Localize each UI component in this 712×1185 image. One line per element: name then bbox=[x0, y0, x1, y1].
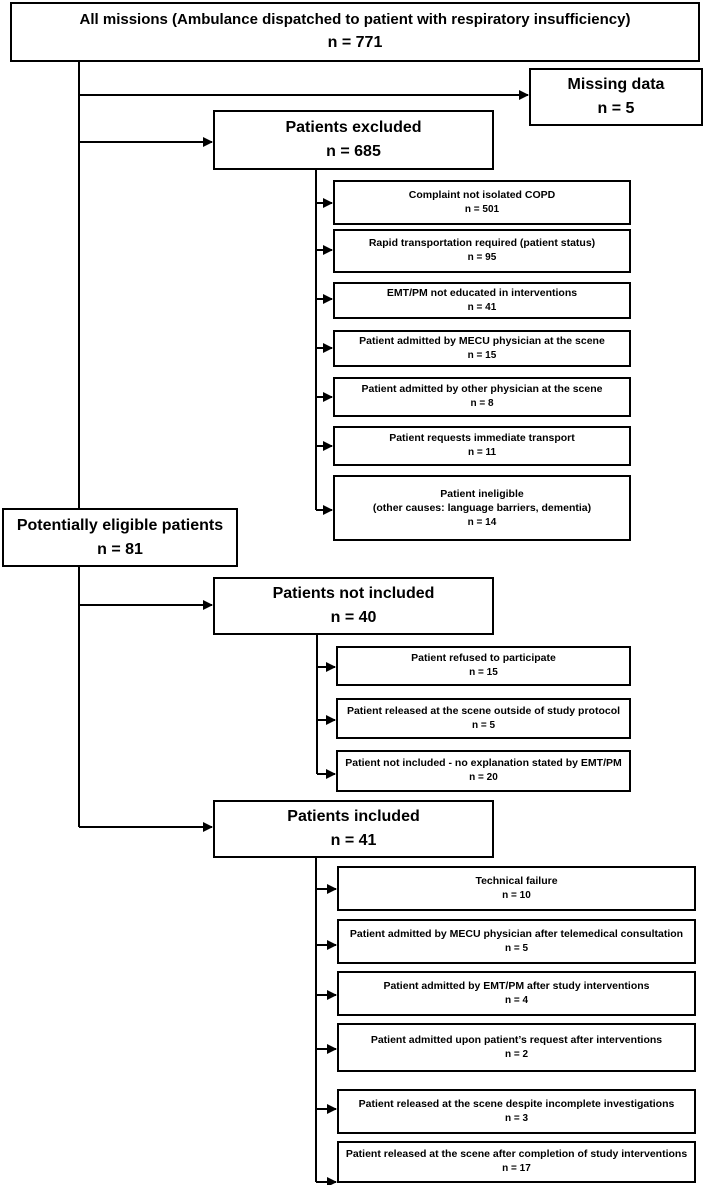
potentially-eligible-title: Potentially eligible patients bbox=[16, 516, 224, 534]
included-outcome-box: Patient admitted by MECU physician after… bbox=[337, 919, 696, 964]
patients-not-included-title: Patients not included bbox=[272, 585, 435, 602]
not-included-reason-box: Patient not included - no explanation st… bbox=[336, 750, 631, 792]
patients-not-included-box: Patients not included n = 40 bbox=[213, 577, 494, 635]
included-outcome-title: Patient admitted by MECU physician after… bbox=[349, 927, 684, 940]
included-outcome-title: Patient released at the scene despite in… bbox=[358, 1097, 675, 1110]
included-outcome-count: n = 2 bbox=[504, 1048, 529, 1060]
excluded-reason-box: Complaint not isolated COPD n = 501 bbox=[333, 180, 631, 225]
excluded-reason-title: Patient requests immediate transport bbox=[389, 432, 575, 445]
patients-excluded-box: Patients excluded n = 685 bbox=[213, 110, 494, 170]
patients-not-included-count: n = 40 bbox=[330, 609, 377, 626]
patients-excluded-title: Patients excluded bbox=[285, 119, 422, 136]
excluded-reason-box: Patient ineligible (other causes: langua… bbox=[333, 475, 631, 541]
potentially-eligible-box: Potentially eligible patients n = 81 bbox=[2, 508, 238, 567]
patients-included-count: n = 41 bbox=[330, 832, 377, 849]
included-outcome-box: Patient admitted upon patient’s request … bbox=[337, 1023, 696, 1072]
not-included-reason-title: Patient released at the scene outside of… bbox=[346, 704, 621, 717]
not-included-reason-title: Patient not included - no explanation st… bbox=[345, 757, 622, 770]
not-included-reason-count: n = 5 bbox=[471, 719, 496, 731]
included-outcome-count: n = 5 bbox=[504, 942, 529, 954]
excluded-reason-box: Patient admitted by MECU physician at th… bbox=[333, 330, 631, 367]
excluded-reason-count: n = 15 bbox=[467, 349, 497, 361]
included-outcome-title: Patient released at the scene after comp… bbox=[345, 1148, 688, 1161]
excluded-reason-title: EMT/PM not educated in interventions bbox=[386, 286, 578, 299]
included-outcome-title: Technical failure bbox=[475, 874, 558, 887]
included-outcome-count: n = 4 bbox=[504, 994, 529, 1006]
not-included-reason-count: n = 15 bbox=[469, 667, 498, 679]
excluded-reason-title: Patient admitted by other physician at t… bbox=[361, 383, 603, 396]
included-outcome-box: Technical failure n = 10 bbox=[337, 866, 696, 911]
not-included-reason-box: Patient released at the scene outside of… bbox=[336, 698, 631, 739]
excluded-reason-count: n = 8 bbox=[470, 398, 494, 410]
included-outcome-count: n = 17 bbox=[502, 1163, 531, 1175]
excluded-reason-subtitle: (other causes: language barriers, dement… bbox=[372, 501, 592, 514]
excluded-reason-box: Rapid transportation required (patient s… bbox=[333, 229, 631, 273]
excluded-reason-count: n = 11 bbox=[467, 447, 497, 459]
included-outcome-count: n = 10 bbox=[502, 889, 531, 901]
included-outcome-title: Patient admitted upon patient’s request … bbox=[370, 1033, 663, 1046]
not-included-reason-box: Patient refused to participate n = 15 bbox=[336, 646, 631, 686]
excluded-reason-count: n = 95 bbox=[467, 252, 497, 264]
patients-included-box: Patients included n = 41 bbox=[213, 800, 494, 858]
excluded-reason-title: Complaint not isolated COPD bbox=[408, 188, 556, 201]
included-outcome-box: Patient released at the scene after comp… bbox=[337, 1141, 696, 1183]
excluded-reason-box: Patient admitted by other physician at t… bbox=[333, 377, 631, 417]
included-outcome-box: Patient admitted by EMT/PM after study i… bbox=[337, 971, 696, 1016]
excluded-reason-title: Patient ineligible bbox=[440, 487, 524, 500]
excluded-reason-box: EMT/PM not educated in interventions n =… bbox=[333, 282, 631, 319]
potentially-eligible-count: n = 81 bbox=[97, 540, 143, 558]
excluded-reason-count: n = 41 bbox=[467, 301, 497, 313]
not-included-reason-title: Patient refused to participate bbox=[411, 652, 556, 665]
excluded-reason-count: n = 14 bbox=[467, 516, 497, 528]
all-missions-count: n = 771 bbox=[327, 34, 383, 52]
missing-data-count: n = 5 bbox=[597, 100, 635, 117]
all-missions-box: All missions (Ambulance dispatched to pa… bbox=[10, 2, 700, 62]
missing-data-box: Missing data n = 5 bbox=[529, 68, 703, 126]
included-outcome-count: n = 3 bbox=[504, 1112, 529, 1124]
patients-included-title: Patients included bbox=[287, 808, 420, 825]
included-outcome-title: Patient admitted by EMT/PM after study i… bbox=[383, 979, 650, 992]
excluded-reason-box: Patient requests immediate transport n =… bbox=[333, 426, 631, 466]
excluded-reason-title: Rapid transportation required (patient s… bbox=[368, 237, 596, 250]
missing-data-title: Missing data bbox=[567, 76, 665, 93]
included-outcome-box: Patient released at the scene despite in… bbox=[337, 1089, 696, 1134]
excluded-reason-title: Patient admitted by MECU physician at th… bbox=[359, 334, 605, 347]
not-included-reason-count: n = 20 bbox=[469, 772, 498, 784]
patients-excluded-count: n = 685 bbox=[326, 143, 381, 160]
all-missions-title: All missions (Ambulance dispatched to pa… bbox=[79, 10, 631, 28]
excluded-reason-count: n = 501 bbox=[464, 203, 500, 215]
